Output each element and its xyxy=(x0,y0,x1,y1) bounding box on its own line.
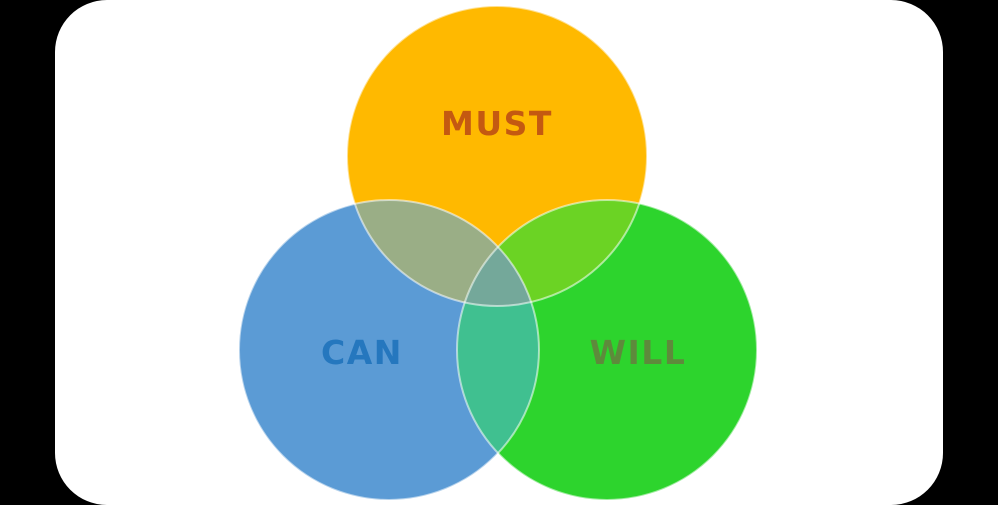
venn-outline-will xyxy=(456,199,758,501)
venn-label-can: CAN xyxy=(321,333,403,372)
venn-label-must: MUST xyxy=(441,104,553,143)
venn-outline-can xyxy=(238,199,540,501)
venn-outline-must xyxy=(346,5,648,307)
venn-overlap-must-will xyxy=(457,200,647,306)
venn-overlap-must-can xyxy=(347,200,539,306)
venn-label-will: WILL xyxy=(590,333,687,372)
